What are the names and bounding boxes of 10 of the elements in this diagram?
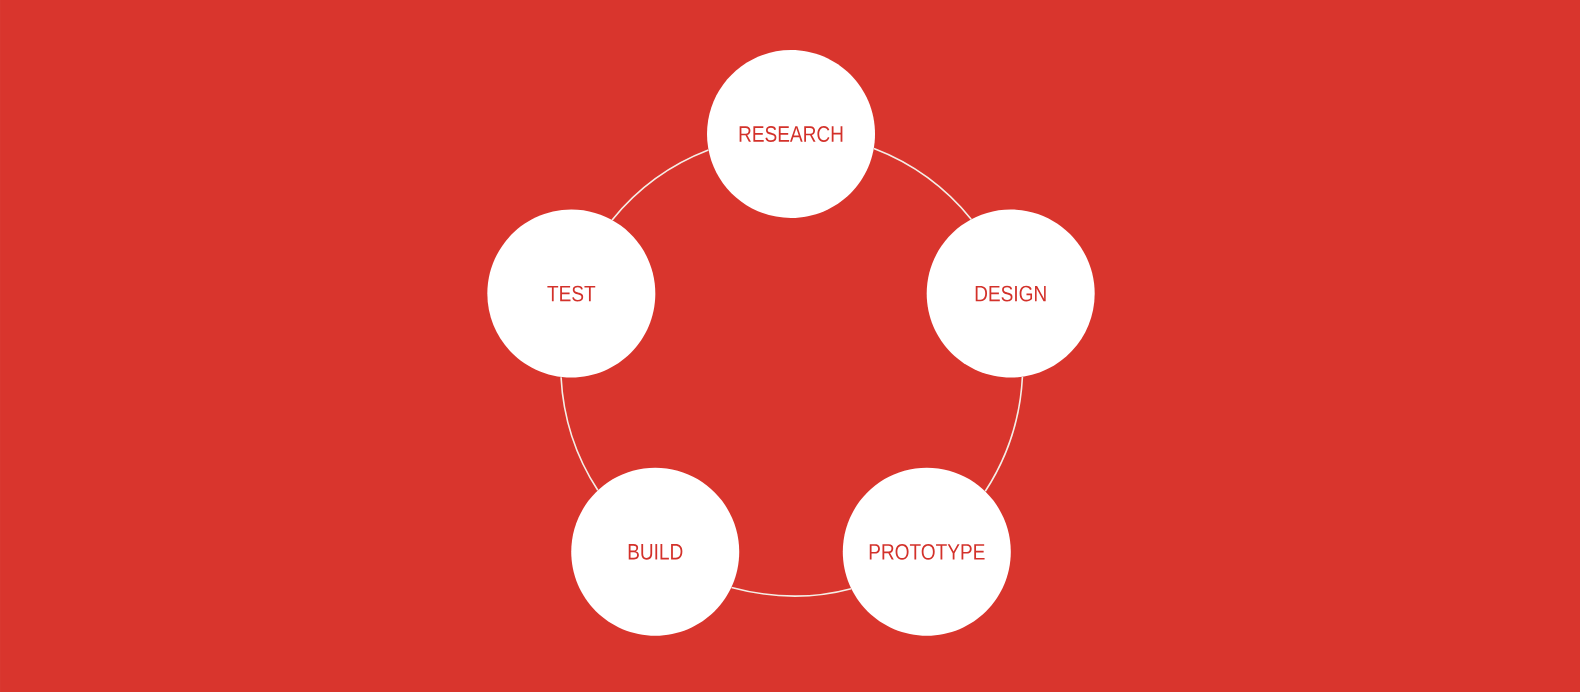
connector-line (611, 149, 710, 221)
circle-node: PROTOTYPE (842, 467, 1011, 636)
circle-node: BUILD (571, 467, 740, 636)
connector-line (984, 376, 1024, 493)
connector-line (730, 586, 852, 597)
circle-node: TEST (487, 209, 656, 378)
circle-node: RESEARCH (707, 50, 875, 218)
connector-line (560, 376, 599, 492)
circle-node: DESIGN (926, 209, 1095, 378)
connector-line (873, 147, 972, 221)
